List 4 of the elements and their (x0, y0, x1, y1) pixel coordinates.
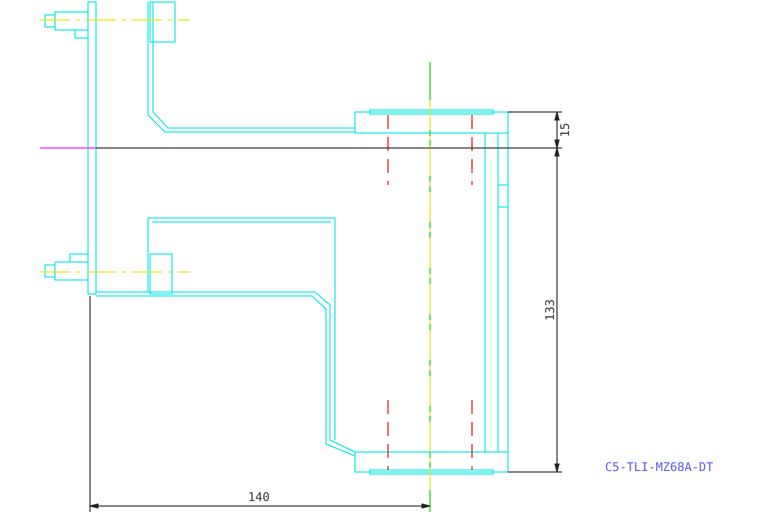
dimension-value: 15 (558, 122, 572, 138)
dimension-value: 133 (542, 299, 557, 321)
dimension-value: 140 (248, 490, 270, 504)
drawing-number: C5-TLI-MZ68A-DT (605, 460, 714, 474)
